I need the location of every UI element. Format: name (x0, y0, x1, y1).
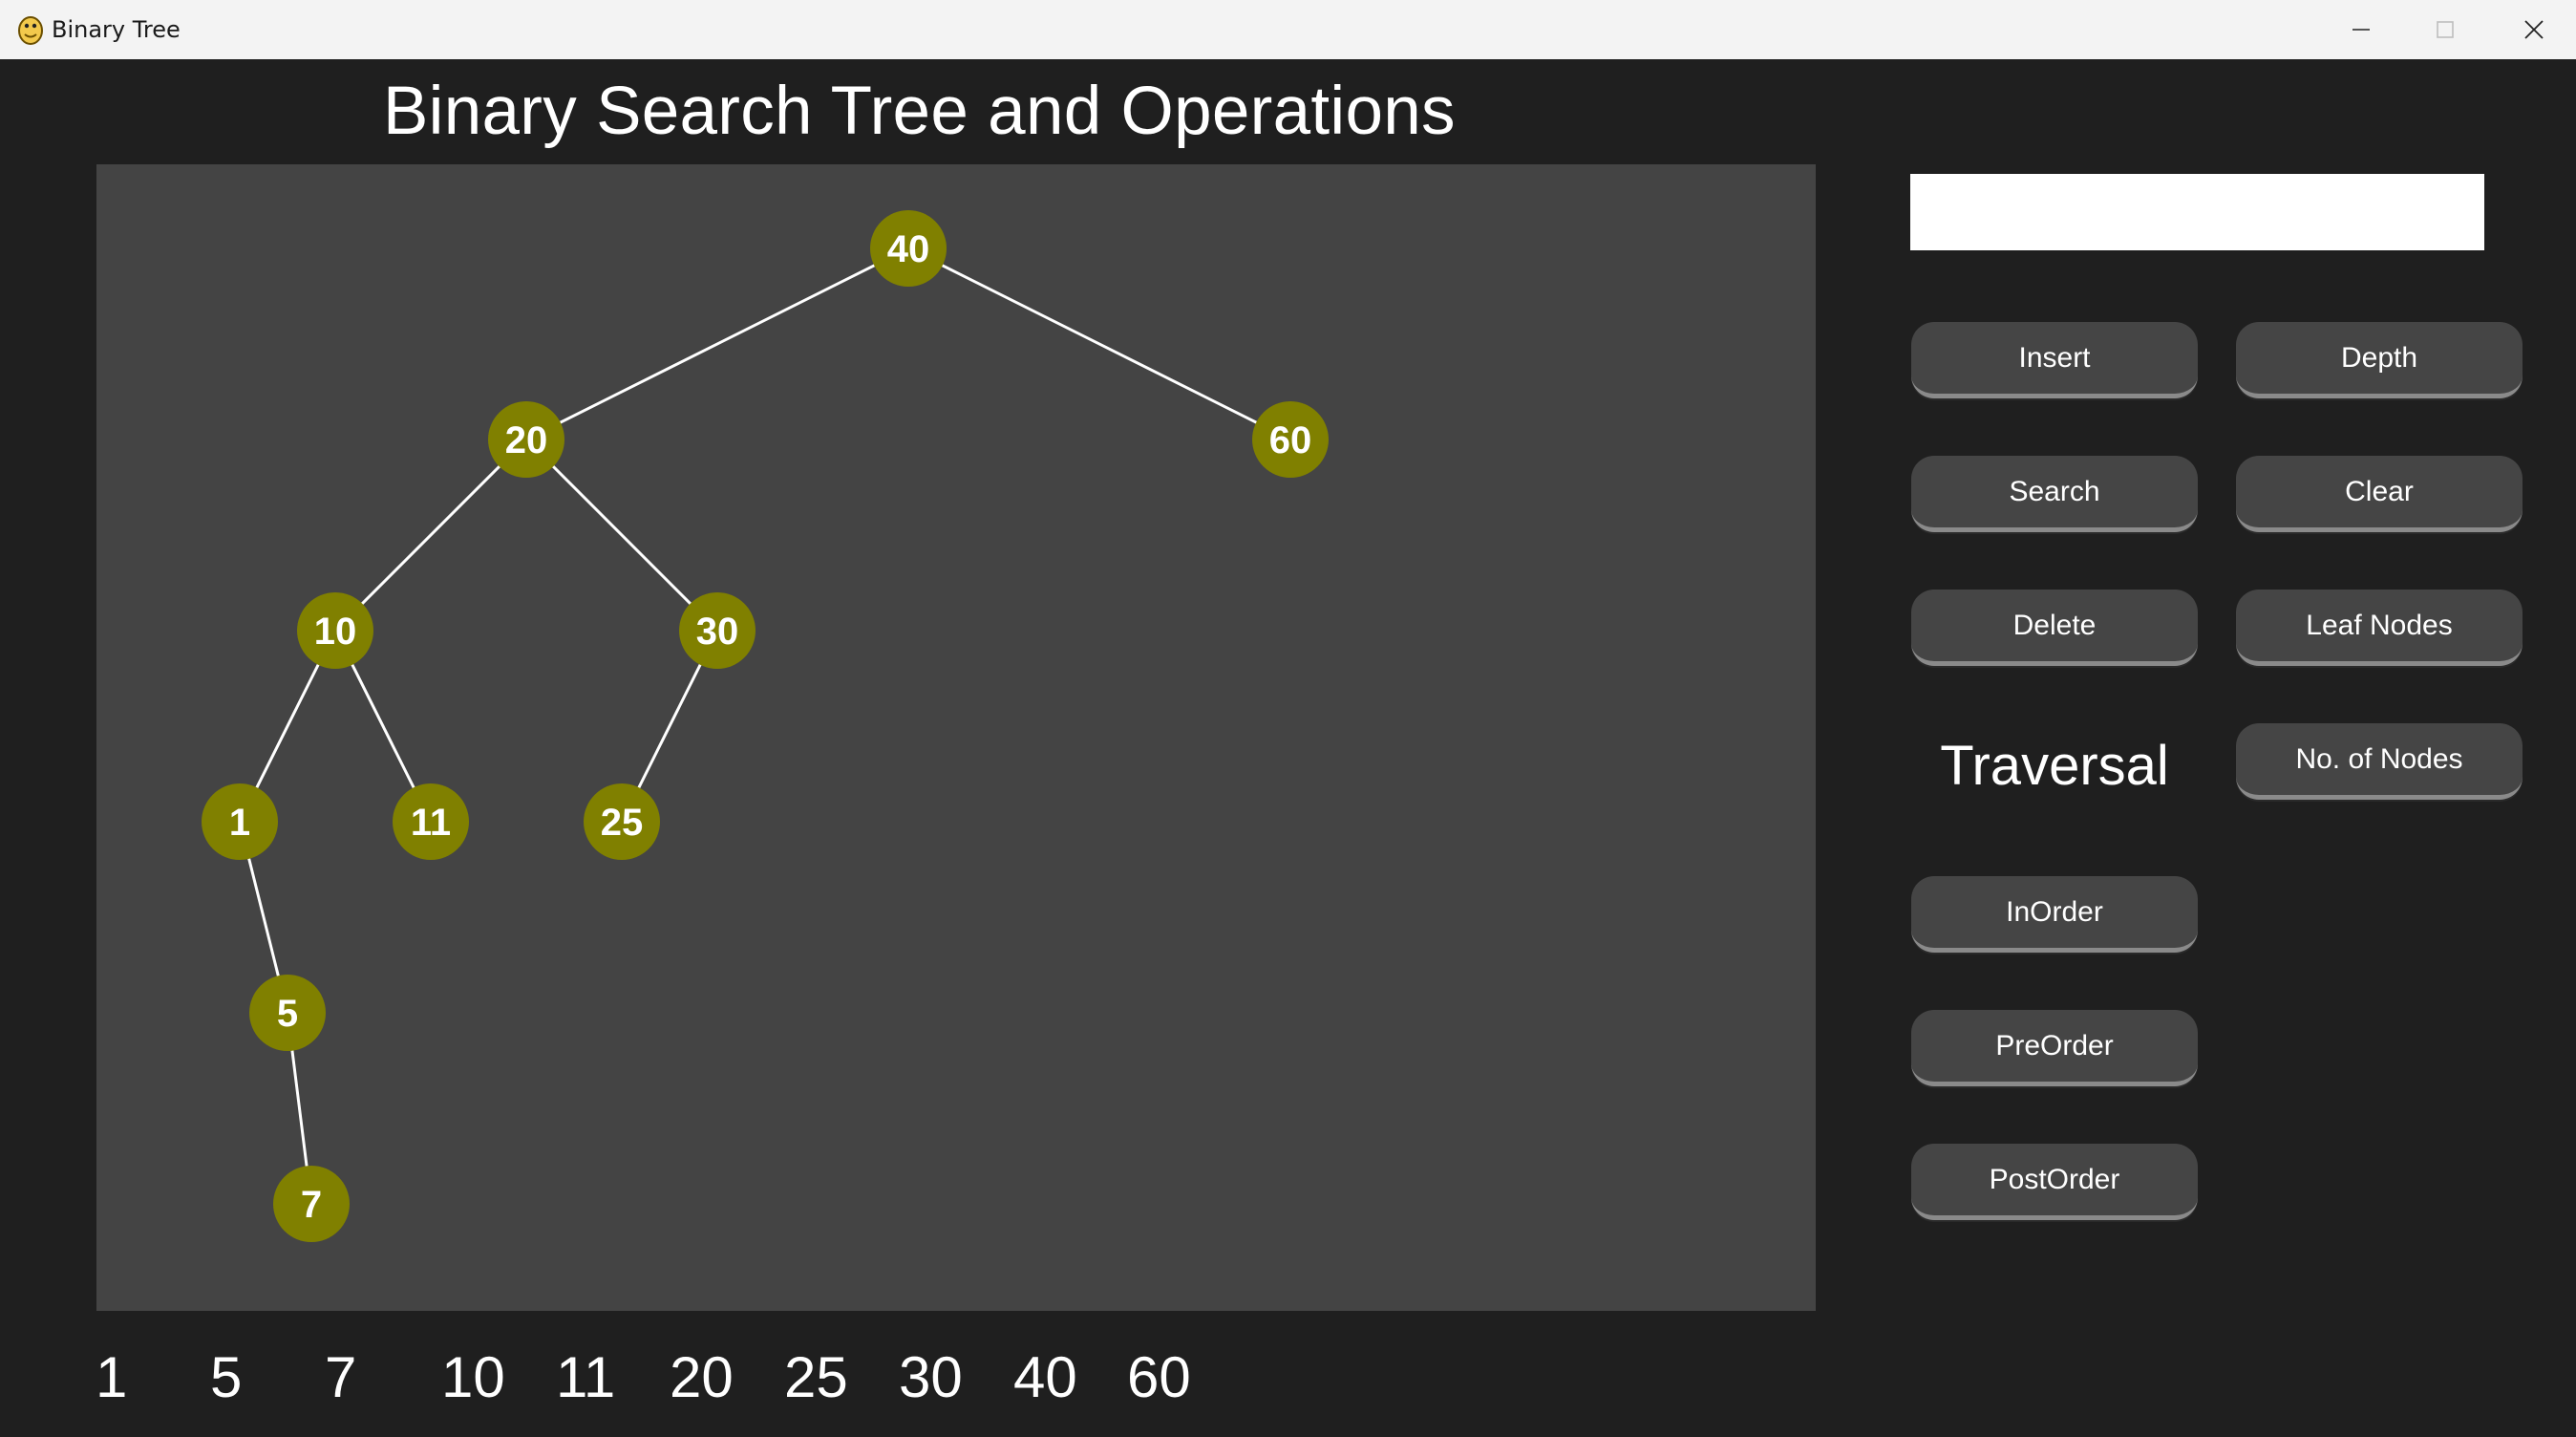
traversal-value: 20 (670, 1345, 734, 1409)
insert-button[interactable]: Insert (1911, 322, 2198, 398)
tree-node-label: 30 (696, 611, 739, 653)
traversal-heading: Traversal (1940, 735, 2169, 797)
tree-node: 11 (393, 783, 469, 860)
tree-node-label: 40 (887, 228, 930, 270)
delete-button[interactable]: Delete (1911, 590, 2198, 666)
traversal-value: 30 (899, 1345, 963, 1409)
tree-edge (524, 438, 719, 633)
traversal-value: 25 (784, 1345, 848, 1409)
minimize-button[interactable] (2319, 0, 2403, 59)
tree-node-label: 10 (314, 611, 357, 653)
tree-node-label: 60 (1269, 419, 1312, 461)
traversal-value: 7 (325, 1345, 357, 1409)
tree-edge (525, 247, 909, 441)
window-title-bar[interactable]: Binary Tree (0, 0, 2576, 60)
depth-button[interactable]: Depth (2236, 322, 2523, 398)
traversal-value: 5 (210, 1345, 243, 1409)
tree-node-label: 7 (301, 1184, 322, 1226)
tree-node-label: 25 (601, 802, 644, 844)
leaf-nodes-button[interactable]: Leaf Nodes (2236, 590, 2523, 666)
inorder-button[interactable]: InOrder (1911, 876, 2198, 953)
maximize-button[interactable] (2403, 0, 2487, 59)
tree-canvas: 1 5 7 10 11 20 25 30 40 60 (96, 164, 1816, 1311)
minimize-icon (2351, 19, 2372, 40)
tree-node-label: 1 (229, 802, 250, 844)
traversal-value: 10 (441, 1345, 505, 1409)
tree-node-label: 20 (505, 419, 548, 461)
tree-node-circle (297, 592, 373, 669)
tree-node: 7 (273, 1166, 350, 1242)
tree-node-circle (679, 592, 756, 669)
page-title: Binary Search Tree and Operations (383, 74, 1456, 149)
tree-node-circle (202, 783, 278, 860)
tree-node-circle (249, 975, 326, 1051)
tree-node-circle (870, 210, 947, 287)
tree-node: 25 (584, 783, 660, 860)
tree-node: 10 (297, 592, 373, 669)
postorder-button[interactable]: PostOrder (1911, 1144, 2198, 1220)
traversal-value: 60 (1127, 1345, 1191, 1409)
traversal-value: 40 (1013, 1345, 1077, 1409)
tree-node-circle (488, 401, 564, 478)
tree-node: 1 (202, 783, 278, 860)
tree-node: 5 (249, 975, 326, 1051)
tree-node-circle (273, 1166, 350, 1242)
tree-node: 30 (679, 592, 756, 669)
traversal-value: 1 (96, 1345, 128, 1409)
tree-edge (907, 247, 1291, 441)
maximize-icon (2435, 19, 2456, 40)
python-snake-icon (15, 13, 46, 46)
close-button[interactable] (2492, 0, 2576, 59)
search-button[interactable]: Search (1911, 456, 2198, 532)
preorder-button[interactable]: PreOrder (1911, 1010, 2198, 1086)
value-input[interactable] (1910, 174, 2484, 250)
tree-node-circle (1252, 401, 1329, 478)
tree-node: 60 (1252, 401, 1329, 478)
window-title: Binary Tree (52, 16, 181, 43)
tree-node-label: 5 (277, 993, 298, 1035)
tree-edge (333, 438, 528, 633)
tree-node: 40 (870, 210, 947, 287)
node-count-button[interactable]: No. of Nodes (2236, 723, 2523, 800)
close-icon (2523, 18, 2545, 41)
tree-drawing: 1 5 7 10 11 20 25 30 40 60 (202, 210, 1329, 1242)
clear-button[interactable]: Clear (2236, 456, 2523, 532)
tree-node-circle (584, 783, 660, 860)
traversal-value: 11 (556, 1345, 616, 1409)
tree-node: 20 (488, 401, 564, 478)
tree-node-circle (393, 783, 469, 860)
tree-node-label: 11 (411, 802, 451, 844)
